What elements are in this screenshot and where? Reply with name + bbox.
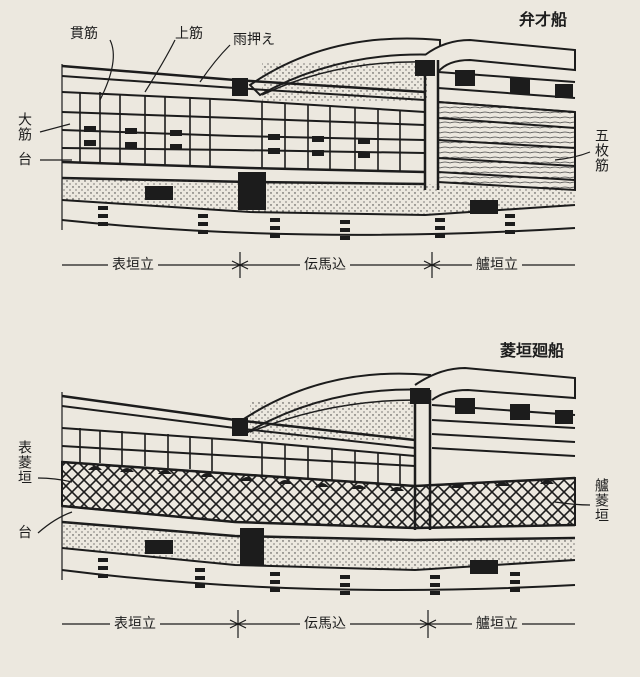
- top-leader-lines: [39, 39, 591, 161]
- label-kannsuji: 貫筋: [70, 26, 98, 42]
- bottom-leader-lines: [37, 477, 591, 534]
- label-amaoshie: 雨押え: [233, 32, 275, 48]
- bottom-section-omote: 表垣立: [110, 616, 160, 632]
- bottom-ship-drawing: [61, 366, 576, 595]
- label-dai-bottom: 台: [18, 525, 32, 541]
- label-omote-higaki: 表菱垣: [16, 440, 32, 485]
- top-section-tenma: 伝馬込: [300, 257, 350, 273]
- label-oosuji: 大筋: [16, 112, 32, 142]
- bottom-section-tomo: 艫垣立: [472, 616, 522, 632]
- label-tomo-higaki: 艫菱垣: [593, 478, 609, 523]
- top-ship-drawing: [61, 37, 576, 240]
- label-gomaisuji: 五枚筋: [593, 128, 609, 173]
- label-dai-top: 台: [18, 152, 32, 168]
- label-uwasuji: 上筋: [175, 26, 203, 42]
- top-section-tomo: 艫垣立: [472, 257, 522, 273]
- bottom-section-tenma: 伝馬込: [300, 616, 350, 632]
- top-section-omote: 表垣立: [108, 257, 158, 273]
- top-diagram-title: 弁才船: [519, 10, 568, 29]
- bottom-diagram-title: 菱垣廻船: [500, 341, 565, 360]
